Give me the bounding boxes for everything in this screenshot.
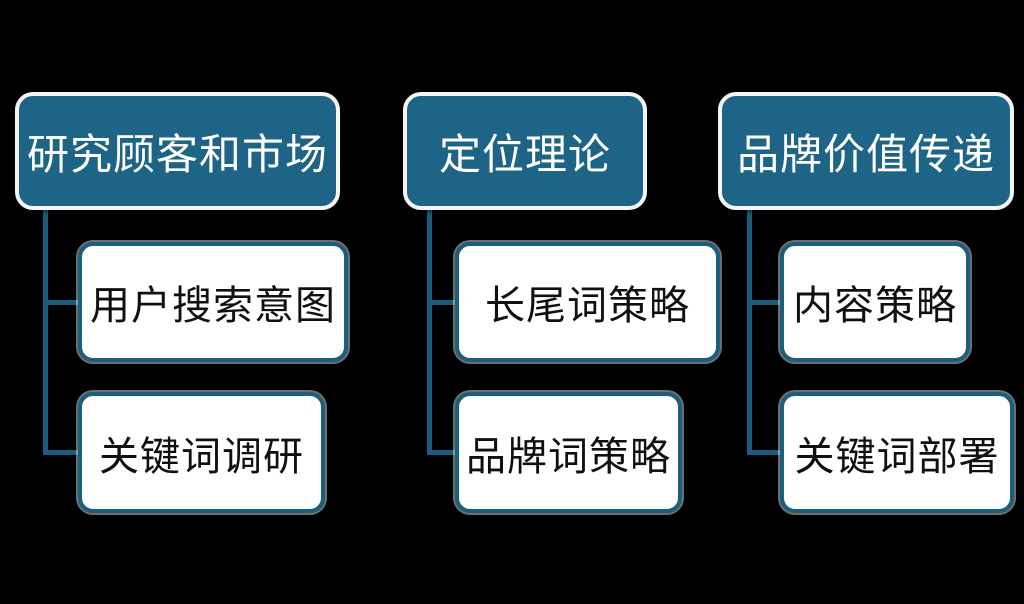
header-label: 研究顾客和市场 bbox=[26, 130, 328, 178]
child-node-keyword-research: 关键词调研 bbox=[78, 392, 325, 513]
child-label: 长尾词策略 bbox=[485, 284, 690, 328]
child-label: 品牌词策略 bbox=[466, 434, 671, 479]
connector-stub-col2-row1 bbox=[427, 300, 455, 305]
header-label: 定位理论 bbox=[438, 130, 611, 178]
connector-stub-col2-row2 bbox=[427, 450, 455, 455]
child-label: 关键词调研 bbox=[99, 434, 304, 479]
child-node-longtail-strategy: 长尾词策略 bbox=[455, 242, 720, 362]
connector-stub-col3-row1 bbox=[747, 300, 780, 305]
header-node-brand-value-delivery: 品牌价值传递 bbox=[718, 92, 1014, 210]
connector-stub-col1-row2 bbox=[43, 450, 78, 455]
header-node-research-market: 研究顾客和市场 bbox=[15, 92, 340, 210]
connector-vertical-col2 bbox=[427, 208, 432, 455]
connector-stub-col1-row1 bbox=[43, 300, 78, 305]
child-node-keyword-deployment: 关键词部署 bbox=[780, 392, 1014, 513]
child-node-brandword-strategy: 品牌词策略 bbox=[455, 392, 682, 513]
child-label: 内容策略 bbox=[793, 284, 957, 328]
child-node-content-strategy: 内容策略 bbox=[780, 242, 970, 362]
connector-stub-col3-row2 bbox=[747, 450, 780, 455]
child-label: 关键词部署 bbox=[794, 434, 1000, 479]
header-node-positioning-theory: 定位理论 bbox=[403, 92, 647, 210]
connector-vertical-col1 bbox=[43, 208, 48, 455]
child-node-user-search-intent: 用户搜索意图 bbox=[78, 242, 348, 362]
child-label: 用户搜索意图 bbox=[90, 284, 336, 328]
header-label: 品牌价值传递 bbox=[736, 130, 995, 178]
connector-vertical-col3 bbox=[747, 208, 752, 455]
